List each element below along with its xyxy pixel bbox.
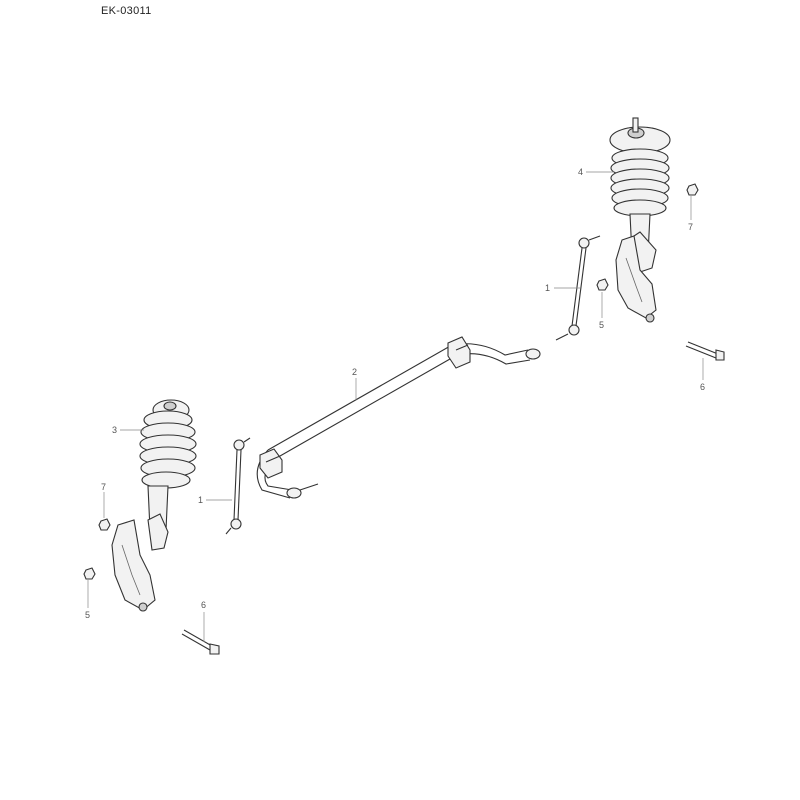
callout-labels: 4 7 1 5 6 2 3 7 1 5 6 — [85, 167, 705, 620]
stabilizer-link-left — [225, 437, 251, 535]
callout-upper-nut-left: 7 — [101, 482, 106, 492]
callout-strut-left: 3 — [112, 425, 117, 435]
callout-nut-left: 5 — [85, 610, 90, 620]
strut-right — [609, 117, 671, 323]
upper-nut-right — [686, 183, 699, 196]
stabilizer-bar — [256, 336, 541, 499]
stabilizer-link-right — [555, 235, 601, 341]
callout-bolt-left: 6 — [201, 600, 206, 610]
strut-left — [111, 399, 197, 612]
nut-right — [596, 278, 609, 291]
leader-lines — [87, 171, 704, 642]
callout-bolt-right: 6 — [700, 382, 705, 392]
nut-left — [83, 567, 96, 580]
bolt-left — [181, 629, 220, 655]
callout-upper-nut-right: 7 — [688, 222, 693, 232]
bolt-right — [685, 341, 725, 361]
callout-strut-right: 4 — [578, 167, 583, 177]
callout-nut-right: 5 — [599, 320, 604, 330]
callout-stabilizer-bar: 2 — [352, 367, 357, 377]
diagram-code: EK-03011 — [101, 5, 152, 17]
callout-link-right: 1 — [545, 283, 550, 293]
upper-nut-left — [98, 518, 111, 531]
callout-link-left: 1 — [198, 495, 203, 505]
